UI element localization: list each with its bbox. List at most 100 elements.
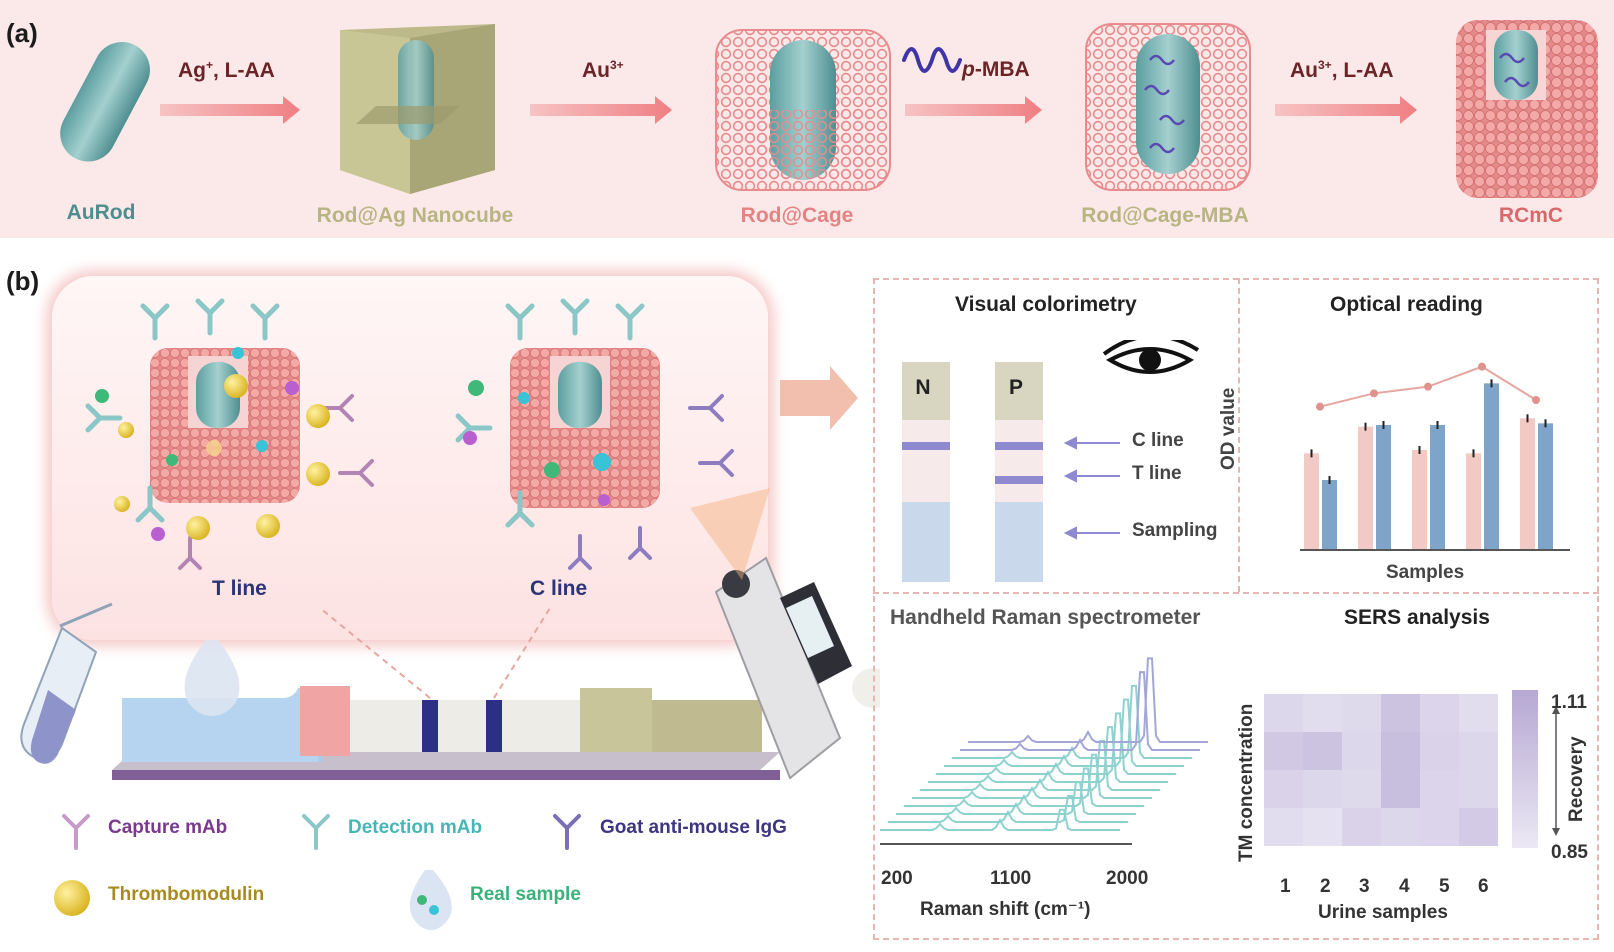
raman-tick-200: 200 xyxy=(881,868,913,889)
panel-a-graphics xyxy=(60,20,1598,198)
lateral-flow-strip xyxy=(112,607,780,780)
heatmap-cell xyxy=(1303,808,1342,846)
optical-line-point xyxy=(1532,396,1540,404)
reagent-ag-laa: Ag+, L-AA xyxy=(178,58,275,82)
optical-bar xyxy=(1520,418,1535,550)
optical-bar xyxy=(1538,423,1553,550)
sers-xtick: 2 xyxy=(1320,876,1331,897)
real-sample-icon xyxy=(409,870,452,930)
stage-aurod: AuRod xyxy=(66,201,136,224)
colorimetry-c-line: C line xyxy=(1132,430,1184,451)
analysis-divider-h xyxy=(873,592,1599,594)
raman-spectrum xyxy=(968,657,1209,743)
sers-cbar-min: 0.85 xyxy=(1551,842,1588,863)
goat-igg-icon xyxy=(553,814,581,850)
heatmap-cell xyxy=(1420,732,1459,770)
panel-b-letter: (b) xyxy=(6,266,40,296)
heatmap-cell xyxy=(1264,808,1303,846)
sers-cbar-max: 1.11 xyxy=(1551,692,1587,713)
sers-cbar-label: Recovery xyxy=(1566,736,1587,822)
heatmap-cell xyxy=(1420,770,1459,808)
optical-line-point xyxy=(1424,382,1432,391)
optical-bar xyxy=(1304,453,1319,550)
raman-spectrum xyxy=(952,684,1193,759)
optical-line-point xyxy=(1316,402,1324,411)
sers-colorbar xyxy=(1512,690,1538,848)
strip-p-label: P xyxy=(1008,376,1023,399)
handheld-spectrometer-icon xyxy=(714,556,880,780)
heatmap-cell xyxy=(1381,732,1420,770)
sers-xtick: 5 xyxy=(1439,876,1450,897)
raman-spectrum xyxy=(920,739,1161,791)
raman-spectra xyxy=(880,657,1209,845)
arrow-2 xyxy=(530,96,672,124)
stage-rod-cage: Rod@Cage xyxy=(740,204,854,227)
optical-bar xyxy=(1358,426,1373,550)
raman-spectrum xyxy=(912,753,1153,799)
strip-negative xyxy=(902,362,950,582)
strip-n-label: N xyxy=(915,376,931,399)
heatmap-cell xyxy=(1459,732,1498,770)
legend-goat-igg: Goat anti-mouse IgG xyxy=(600,817,787,838)
optical-ylabel: OD value xyxy=(1218,387,1239,470)
aurod-particle xyxy=(60,41,150,162)
heatmap-cell xyxy=(1264,694,1303,732)
legend-real-sample: Real sample xyxy=(470,884,581,905)
analysis-divider-v xyxy=(1238,278,1240,592)
sers-xtick: 1 xyxy=(1280,876,1291,897)
rcmc-particle xyxy=(1456,20,1598,198)
optical-bar xyxy=(1430,425,1445,550)
optical-bar xyxy=(1412,450,1427,550)
sample-droplet xyxy=(184,640,240,716)
optical-line-point xyxy=(1478,362,1486,371)
sers-xlabel: Urine samples xyxy=(1318,902,1448,923)
heatmap-cell xyxy=(1459,808,1498,846)
thrombomodulin-icon xyxy=(54,880,90,916)
raman-spectrum xyxy=(944,698,1185,767)
raman-spectrum xyxy=(928,726,1169,783)
optical-bar xyxy=(1376,425,1391,550)
colorimetry-t-line: T line xyxy=(1132,463,1182,484)
rod-at-cage xyxy=(715,29,891,191)
raman-spectrum xyxy=(960,671,1201,751)
zoom-t-line-label: T line xyxy=(212,577,267,600)
c-line-particle xyxy=(455,298,734,570)
raman-xlabel: Raman shift (cm⁻¹) xyxy=(920,899,1091,920)
legend-detection-mab: Detection mAb xyxy=(348,817,483,838)
heatmap-cell xyxy=(1381,694,1420,732)
heatmap-cell xyxy=(1264,732,1303,770)
reagent-au3: Au3+ xyxy=(582,58,624,82)
legend-icons xyxy=(54,814,581,930)
stage-rcmc: RCmC xyxy=(1498,204,1564,227)
rod-at-cage-mba xyxy=(1085,23,1251,191)
sers-xtick: 6 xyxy=(1478,876,1489,897)
heatmap-cell xyxy=(1342,770,1381,808)
heatmap-cell xyxy=(1303,770,1342,808)
analysis-frame xyxy=(873,278,1599,940)
heatmap-cell xyxy=(1303,694,1342,732)
colorimetry-sampling: Sampling xyxy=(1132,520,1218,541)
optical-chart xyxy=(1300,362,1570,551)
arrow-4 xyxy=(1275,96,1417,124)
arrow-3 xyxy=(905,96,1042,124)
heatmap-cell xyxy=(1420,694,1459,732)
panel-a-letter: (a) xyxy=(6,18,38,48)
optical-xlabel: Samples xyxy=(1386,562,1465,583)
zoom-c-line-label: C line xyxy=(530,577,588,600)
sers-heatmap xyxy=(1264,690,1560,848)
reagent-p-mba: p-MBA xyxy=(962,58,1030,81)
heatmap-cell xyxy=(1459,770,1498,808)
heatmap-cell xyxy=(1459,694,1498,732)
heatmap-cell xyxy=(1264,770,1303,808)
p-mba-molecule-icon xyxy=(902,47,962,73)
raman-spectrum xyxy=(880,808,1121,831)
stage-rod-ag-nanocube: Rod@Ag Nanocube xyxy=(316,204,514,227)
raman-title: Handheld Raman spectrometer xyxy=(890,606,1201,629)
laser-beam xyxy=(690,488,770,580)
capture-mab-icon xyxy=(62,814,90,850)
panel-b-left-graphics xyxy=(20,298,880,780)
heatmap-cell xyxy=(1342,808,1381,846)
heatmap-cell xyxy=(1342,694,1381,732)
heatmap-cell xyxy=(1303,732,1342,770)
eye-icon xyxy=(1102,340,1200,374)
